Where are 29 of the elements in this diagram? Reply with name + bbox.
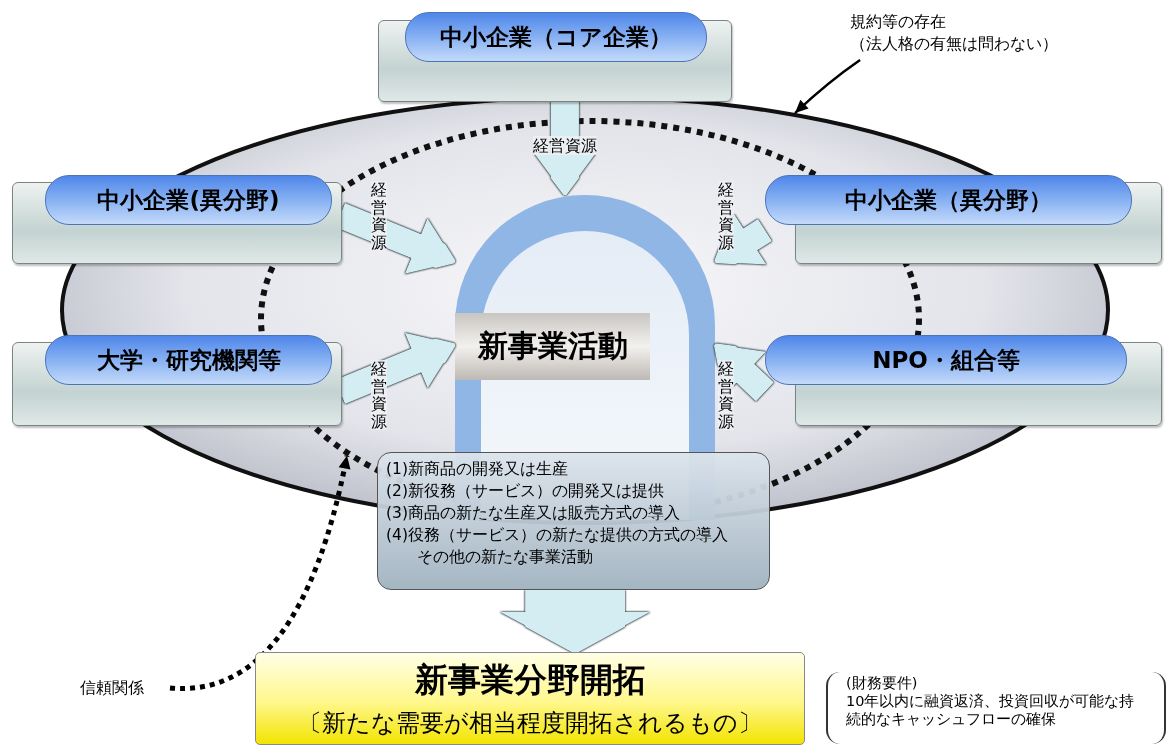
organization-label: 中小企業(異分野) bbox=[45, 175, 332, 225]
activity-list-box bbox=[377, 452, 770, 590]
edge-label: 経営資源 bbox=[718, 360, 734, 431]
annotation-text: 規約等の存在 bbox=[850, 10, 947, 33]
result-title: 新事業分野開拓 bbox=[414, 659, 646, 701]
list-item: (3)商品の新たな生産又は販売方式の導入 bbox=[386, 503, 681, 524]
block-arrow bbox=[713, 214, 772, 267]
list-item: (4)役務（サービス）の新たな提供の方式の導入 bbox=[386, 525, 729, 546]
annotation-text: 信頼関係 bbox=[80, 677, 145, 699]
list-item: その他の新たな事業活動 bbox=[416, 547, 594, 568]
organization-label: 中小企業（コア企業） bbox=[405, 12, 707, 62]
organization-label: 大学・研究機関等 bbox=[45, 335, 332, 385]
organization-label: NPO・組合等 bbox=[765, 335, 1127, 385]
block-arrow bbox=[533, 100, 596, 195]
annotation-text: （法人格の有無は問わない） bbox=[850, 32, 1059, 55]
edge-label: 経営資源 bbox=[371, 360, 387, 431]
result-box bbox=[255, 652, 805, 745]
arrow bbox=[794, 58, 861, 114]
organization-label: 中小企業（異分野） bbox=[765, 175, 1132, 225]
note-text: 10年以内に融資返済、投資回収が可能な持続的なキャッシュフローの確保 bbox=[846, 692, 1136, 729]
list-item: (2)新役務（サービス）の開発又は提供 bbox=[386, 481, 665, 502]
note-text: (財務要件) bbox=[846, 674, 919, 693]
list-item: (1)新商品の開発又は生産 bbox=[386, 459, 569, 480]
edge-label: 経営資源 bbox=[533, 136, 597, 156]
edge-label: 経営資源 bbox=[371, 181, 387, 252]
dotted-arrow bbox=[169, 455, 351, 691]
result-subtitle: 〔新たな需要が相当程度開拓されるもの〕 bbox=[298, 708, 762, 739]
activity-label: 新事業活動 bbox=[455, 313, 650, 380]
edge-label: 経営資源 bbox=[718, 181, 734, 252]
